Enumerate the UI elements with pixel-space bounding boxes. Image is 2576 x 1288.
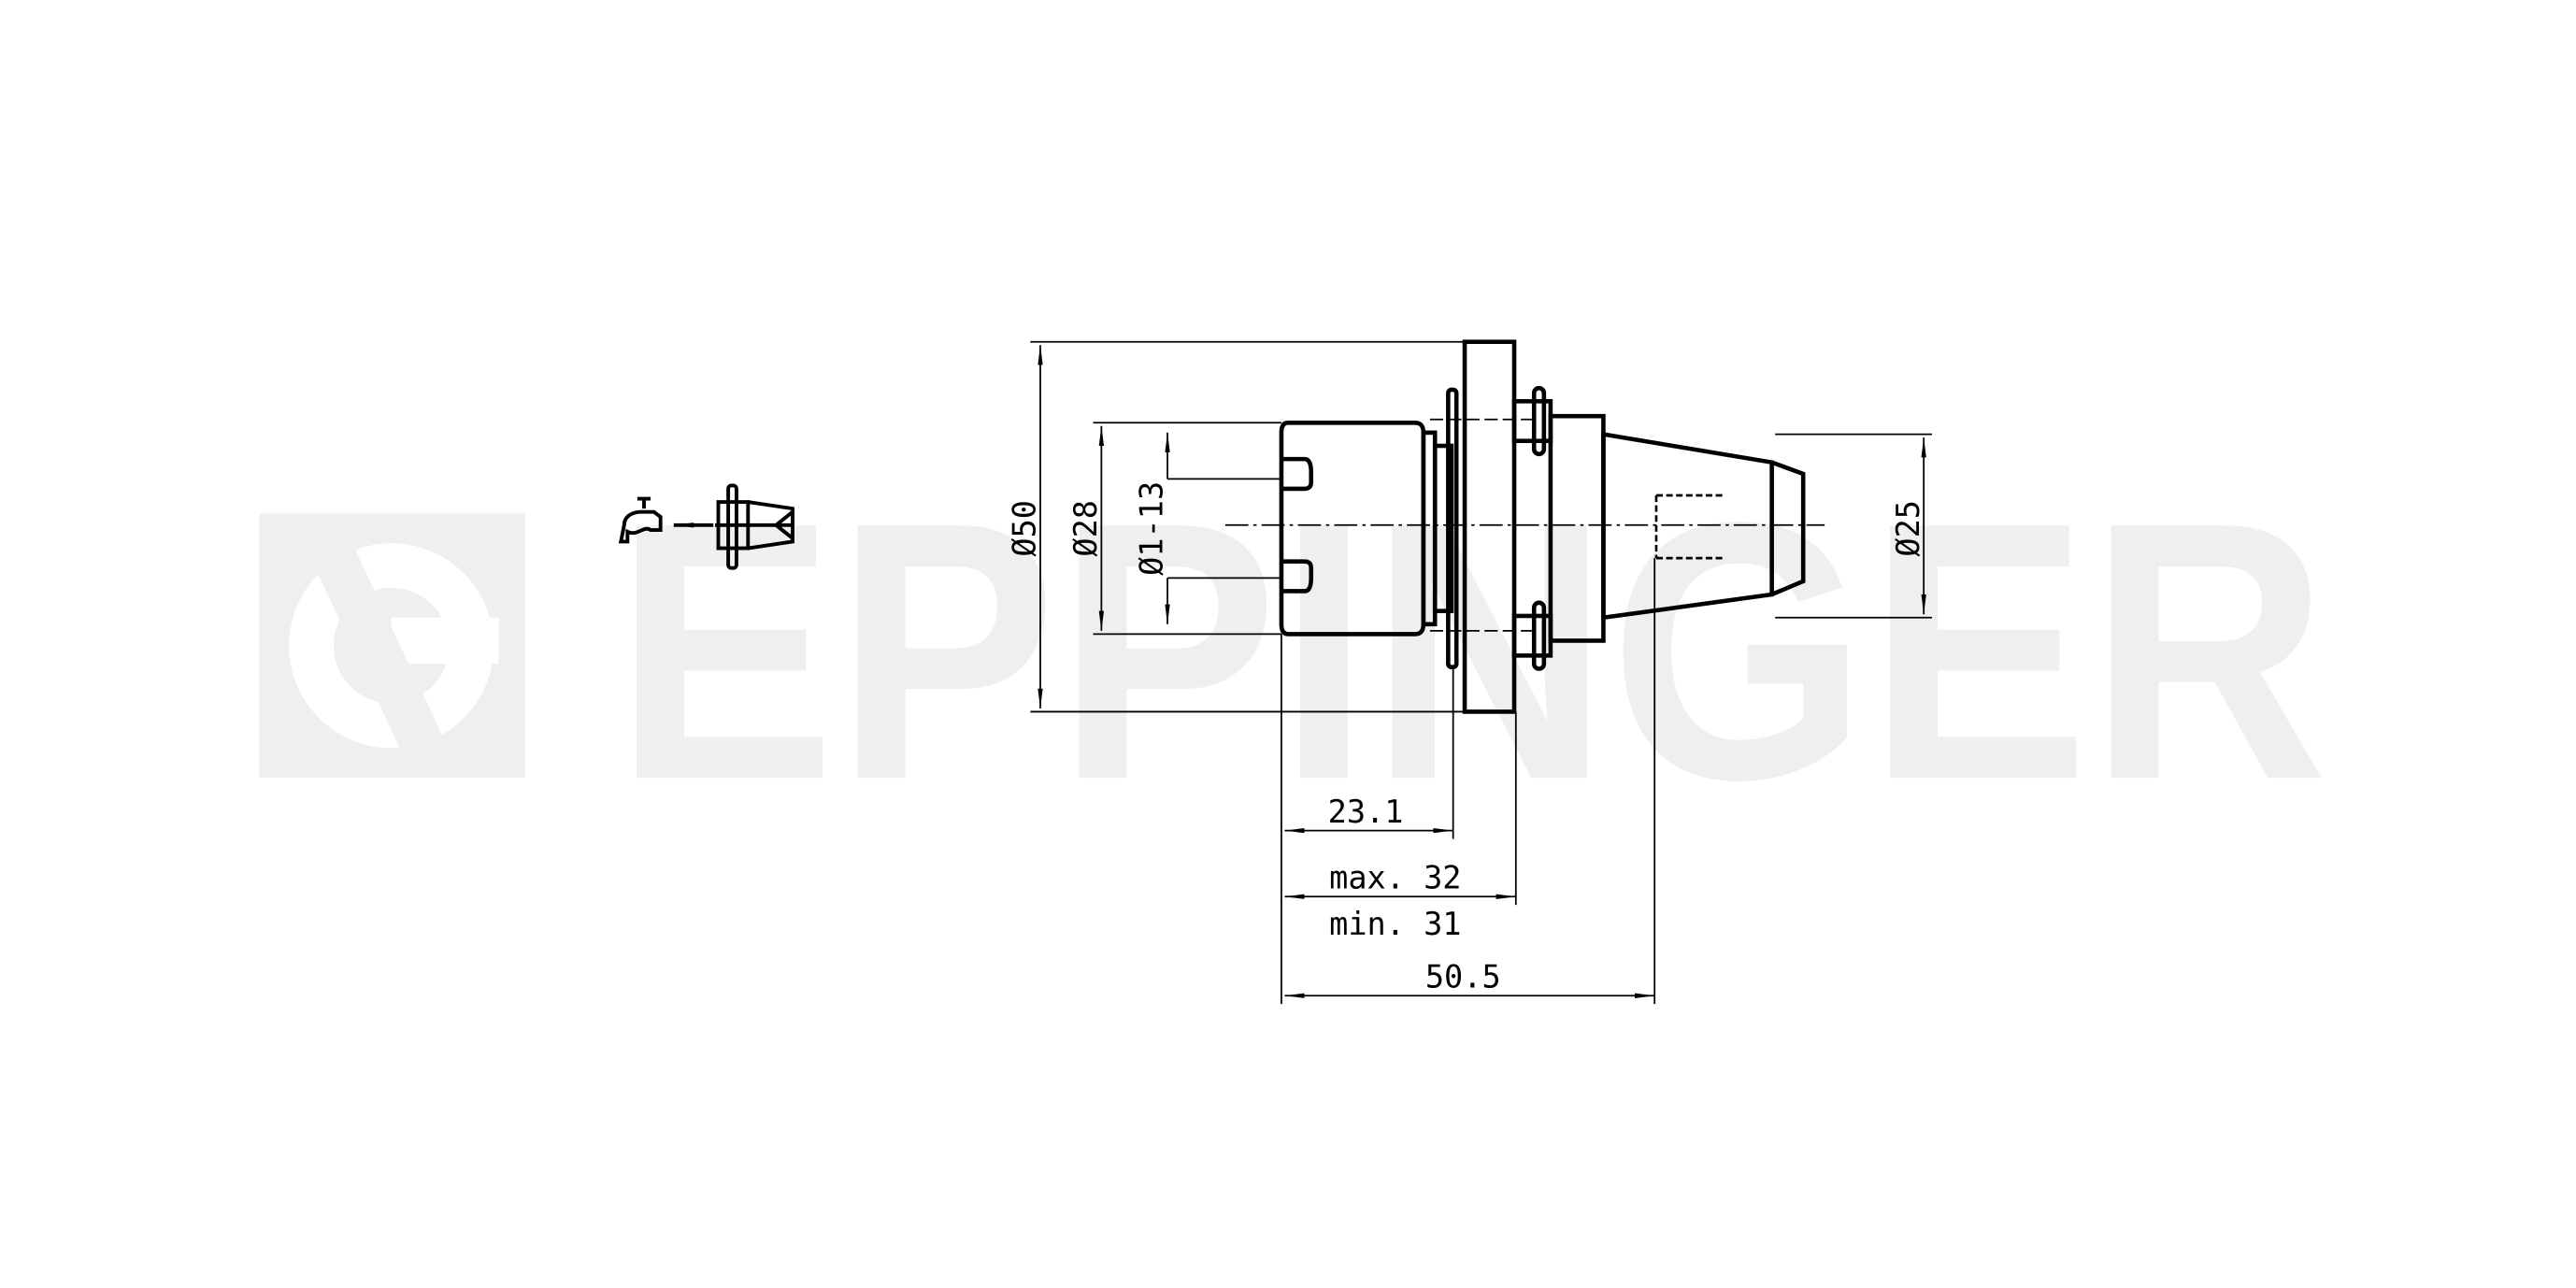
nut-slot-top — [1281, 456, 1314, 492]
dim-length-23-1: 23.1 — [1328, 794, 1404, 830]
watermark-text: EPPINGER — [614, 447, 2328, 856]
dim-length-50-5: 50.5 — [1425, 958, 1501, 995]
dim-diameter-28: Ø28 — [1067, 500, 1104, 557]
dim-diameter-1-13: Ø1-13 — [1134, 481, 1170, 576]
bolt-washer-bottom — [1531, 600, 1547, 671]
collar — [1432, 443, 1454, 613]
dim-diameter-25: Ø25 — [1890, 500, 1926, 557]
nut-slot-bottom — [1281, 559, 1314, 594]
hidden-bore — [1654, 494, 1726, 560]
dim-length-min: min. 31 — [1329, 906, 1461, 942]
logo-e-icon — [289, 531, 499, 777]
coolant-faucet-icon — [618, 496, 714, 544]
dim-diameter-50: Ø50 — [1007, 500, 1043, 557]
taper-tip — [1770, 460, 1806, 597]
brand-watermark: EPPINGER — [259, 447, 2328, 856]
dimension-lines — [1030, 340, 1932, 1005]
collet-nut — [1279, 420, 1426, 637]
bolt-washer-top — [1531, 385, 1547, 457]
tool-holder-symbol-icon — [714, 483, 794, 570]
dim-length-max: max. 32 — [1329, 859, 1461, 895]
